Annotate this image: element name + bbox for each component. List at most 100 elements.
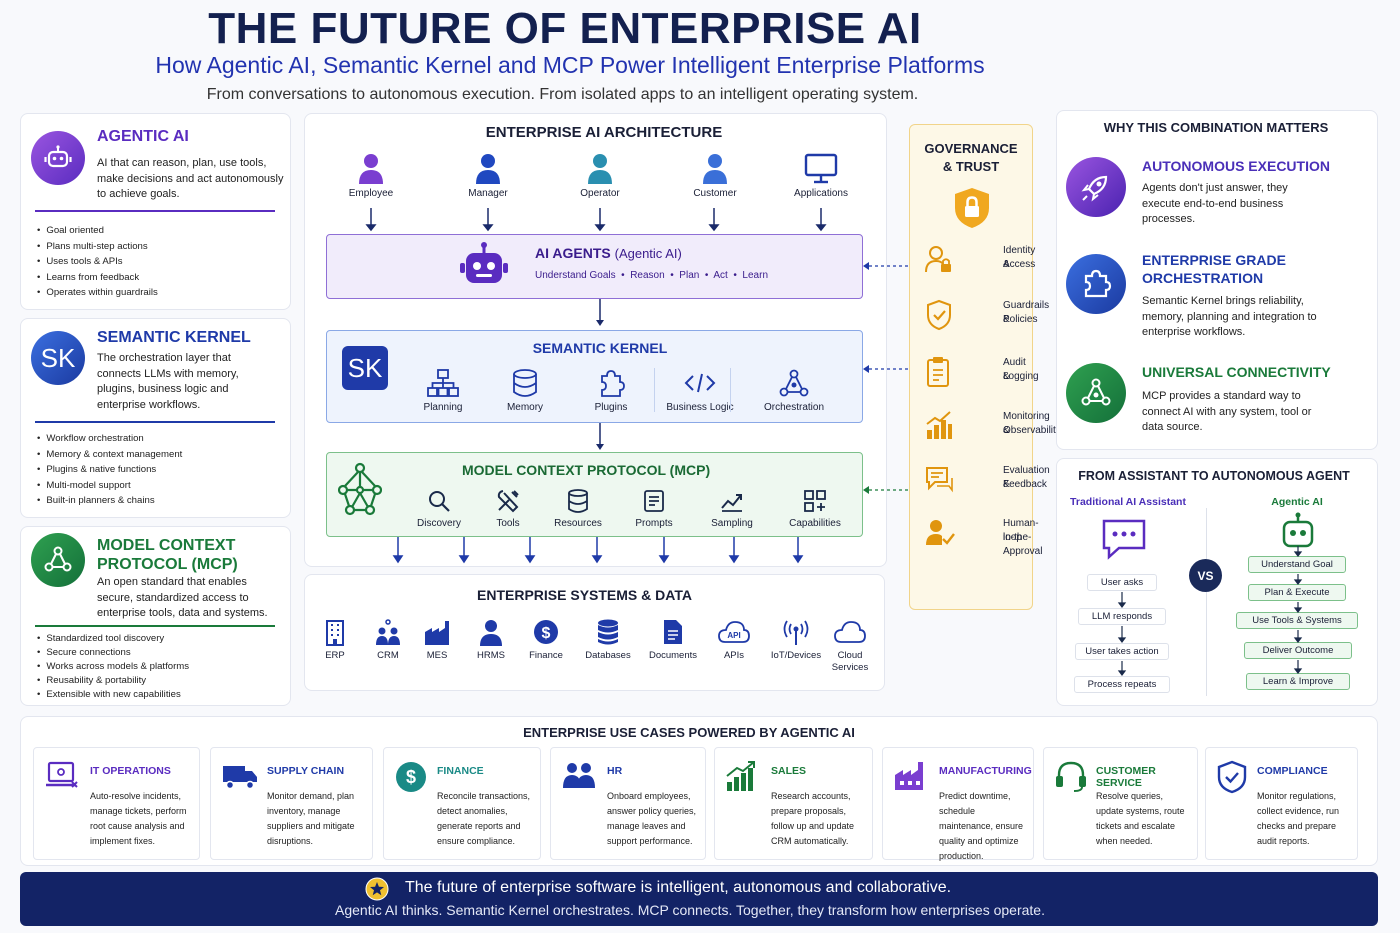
person-icon xyxy=(480,620,502,646)
list-item: Learns from feedback xyxy=(37,270,158,286)
svg-text:$: $ xyxy=(406,767,416,787)
use-case-it-operations: IT OPERATIONS Auto-resolve incidents, ma… xyxy=(33,747,200,860)
use-case-desc: Reconcile transactions, detect anomalies… xyxy=(437,791,531,846)
use-case-title: FINANCE xyxy=(437,765,484,777)
list-item: Extensible with new capabilities xyxy=(37,688,189,702)
why-item-title: UNIVERSAL CONNECTIVITY xyxy=(1142,364,1331,380)
database-icon xyxy=(513,369,537,397)
network-icon xyxy=(779,369,809,397)
robot-icon xyxy=(460,242,508,283)
system-databases: Databases xyxy=(578,618,638,662)
puzzle-icon xyxy=(601,370,625,397)
use-case-title: HR xyxy=(607,765,623,777)
system-crm: CRM xyxy=(358,618,418,662)
agentic-ai-title: AGENTIC AI xyxy=(97,128,189,145)
use-case-title: IT OPERATIONS xyxy=(90,765,171,777)
enterprise-systems-panel xyxy=(304,574,885,691)
actor-employee: Employee xyxy=(331,152,411,199)
list-item: Plans multi-step actions xyxy=(37,239,158,255)
cloud-icon xyxy=(834,621,866,643)
governance-arrows xyxy=(863,262,908,494)
antenna-icon xyxy=(783,620,809,645)
system-mes: MES xyxy=(407,618,467,662)
actor-customer: Customer xyxy=(675,152,755,199)
compare-left-step: User asks xyxy=(1087,574,1157,591)
mcp-component-sampling: Sampling xyxy=(692,488,772,529)
laptop-gear-icon xyxy=(46,761,78,788)
actor-manager: Manager xyxy=(448,152,528,199)
footer-banner xyxy=(20,872,1378,926)
sk-logo: SK xyxy=(31,331,85,385)
mcp-component-resources: Resources xyxy=(538,488,618,529)
shield-lock-icon xyxy=(955,188,989,228)
person-icon xyxy=(588,154,612,184)
list-item: Reusability & portability xyxy=(37,674,189,688)
robot-icon xyxy=(31,131,85,185)
chat-bubble-icon xyxy=(1102,519,1146,560)
truck-icon xyxy=(223,766,257,790)
why-item-desc: Agents don't just answer, they execute e… xyxy=(1142,182,1288,225)
page-title: THE FUTURE OF ENTERPRISE AI xyxy=(208,4,922,53)
compare-left-title: Traditional AI Assistant xyxy=(1070,496,1186,508)
use-case-desc: Monitor demand, plan inventory, manage s… xyxy=(267,791,355,846)
why-item-desc: MCP provides a standard way to connect A… xyxy=(1142,390,1312,433)
factory-icon xyxy=(425,621,449,645)
system-iot-devices: IoT/Devices xyxy=(766,618,826,662)
list-item: Works across models & platforms xyxy=(37,660,189,674)
dollar-icon: $ xyxy=(534,620,558,644)
puzzle-icon xyxy=(1066,254,1126,314)
list-item: Memory & context management xyxy=(37,447,182,463)
divider xyxy=(1206,508,1207,696)
people-icon xyxy=(563,763,595,788)
use-case-compliance: COMPLIANCE Monitor regulations, collect … xyxy=(1205,747,1358,860)
arrow-down xyxy=(596,423,604,450)
use-case-title: COMPLIANCE xyxy=(1257,765,1328,777)
use-case-manufacturing: MANUFACTURING Predict downtime, schedule… xyxy=(882,747,1034,861)
building-icon xyxy=(326,620,344,646)
person-icon xyxy=(703,154,727,184)
compare-right-title: Agentic AI xyxy=(1271,496,1323,508)
divider xyxy=(654,368,655,412)
list-item: Plugins & native functions xyxy=(37,462,182,478)
architecture-title: ENTERPRISE AI ARCHITECTURE xyxy=(485,124,723,141)
document-icon xyxy=(644,490,664,512)
clipboard-icon xyxy=(927,357,949,387)
use-case-desc: Resolve queries, update systems, route t… xyxy=(1096,791,1185,846)
cloud-api-icon: API xyxy=(718,621,750,643)
semantic-kernel-bullets: Workflow orchestration Memory & context … xyxy=(37,431,182,509)
page-tagline: From conversations to autonomous executi… xyxy=(206,86,919,103)
ai-agents-title: AI AGENTS (Agentic AI) xyxy=(535,245,682,261)
mcp-desc: An open standard that enables secure, st… xyxy=(97,576,268,619)
use-case-customer-service: CUSTOMER SERVICE Resolve queries, update… xyxy=(1043,747,1198,860)
list-item: Workflow orchestration xyxy=(37,431,182,447)
why-item-desc: Semantic Kernel brings reliability, memo… xyxy=(1142,295,1317,338)
factory-icon xyxy=(895,762,923,790)
compare-left-step: LLM responds xyxy=(1078,608,1166,625)
compare-right-step: Use Tools & Systems xyxy=(1236,612,1358,629)
sk-component-plugins: Plugins xyxy=(571,368,651,413)
agentic-ai-desc: AI that can reason, plan, use tools, mak… xyxy=(97,157,284,200)
person-icon xyxy=(359,154,383,184)
semantic-kernel-layer xyxy=(326,330,863,423)
semantic-kernel-desc: The orchestration layer that connects LL… xyxy=(97,352,239,411)
divider xyxy=(35,210,275,212)
actor-applications: Applications xyxy=(781,152,861,199)
chat-icon xyxy=(926,467,953,493)
compare-left-step: Process repeats xyxy=(1074,676,1170,693)
mcp-component-discovery: Discovery xyxy=(399,488,479,529)
use-case-desc: Auto-resolve incidents, manage tickets, … xyxy=(90,791,187,846)
person-check-icon xyxy=(926,520,955,545)
hierarchy-icon xyxy=(427,369,459,397)
svg-text:API: API xyxy=(727,631,740,640)
sk-component-memory: Memory xyxy=(485,368,565,413)
why-title: WHY THIS COMBINATION MATTERS xyxy=(1103,120,1329,135)
use-case-desc: Monitor regulations, collect evidence, r… xyxy=(1257,791,1340,846)
monitor-icon xyxy=(804,153,838,184)
search-icon xyxy=(429,491,450,512)
use-case-supply-chain: SUPPLY CHAIN Monitor demand, plan invent… xyxy=(210,747,373,860)
robot-icon xyxy=(1282,512,1314,548)
divider xyxy=(35,421,275,423)
use-case-sales: SALES Research accounts, prepare proposa… xyxy=(714,747,873,860)
divider xyxy=(730,368,731,412)
